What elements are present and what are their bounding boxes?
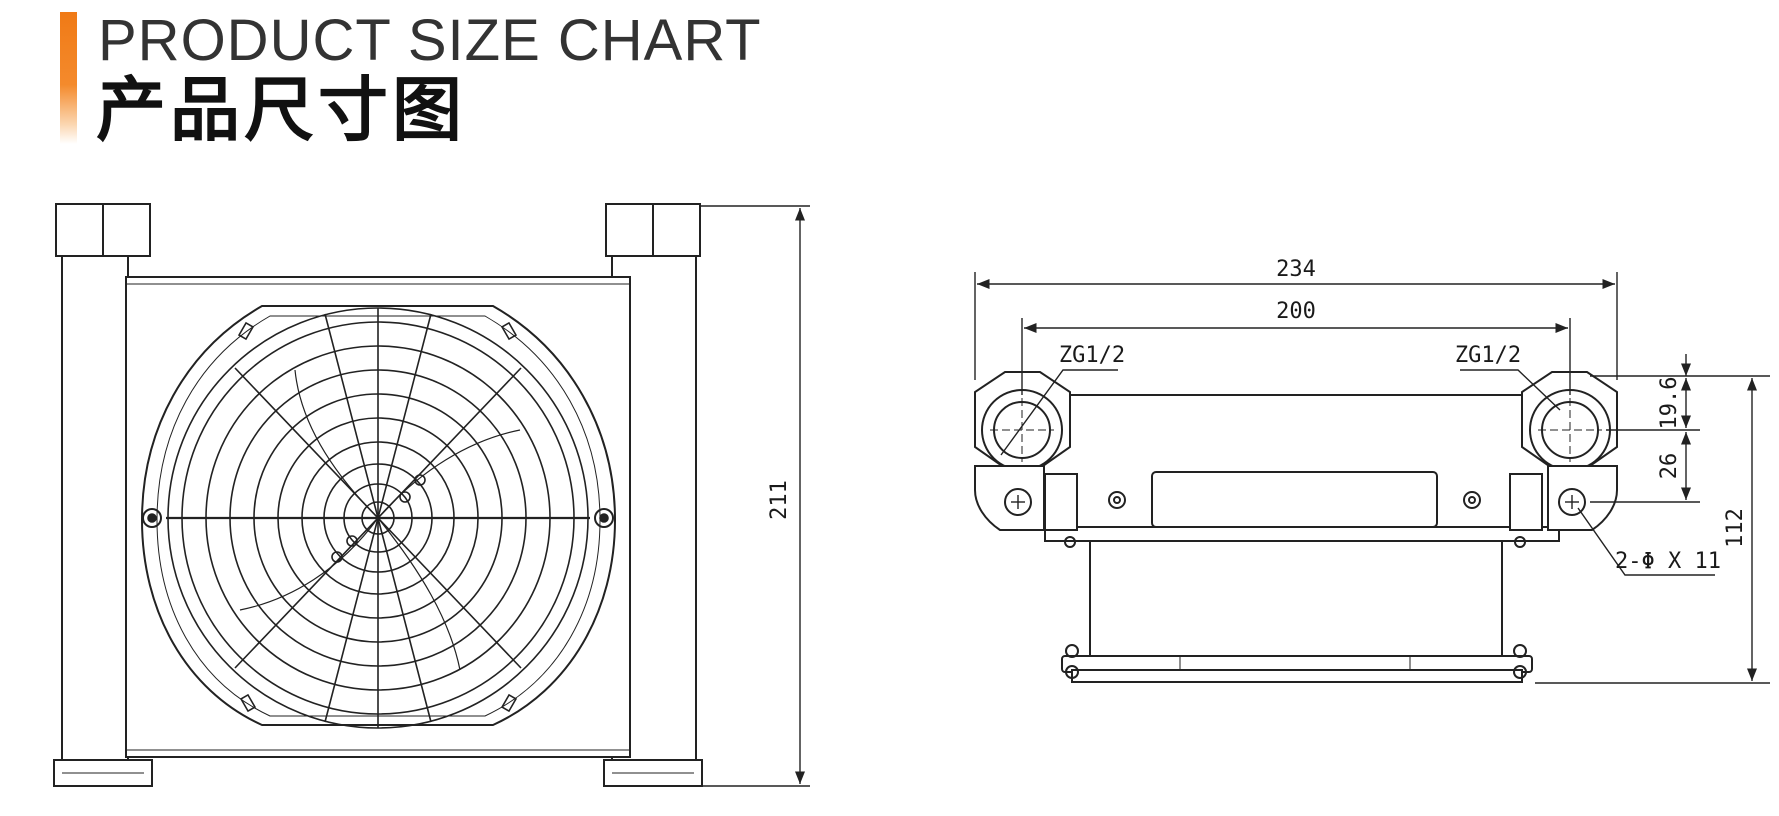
side-fan-housing xyxy=(1061,540,1533,683)
fan-guard xyxy=(142,307,614,729)
right-port-thread-label: ZG1/2 xyxy=(1455,343,1521,368)
side-body xyxy=(1033,394,1571,548)
title-accent-bar xyxy=(60,12,77,144)
port-spacing-label: 200 xyxy=(1276,299,1316,324)
port-to-hole-label: 26 xyxy=(1657,453,1682,480)
side-view xyxy=(974,272,1770,684)
front-view xyxy=(53,203,810,787)
front-height-label: 211 xyxy=(767,480,792,520)
port-offset-label: 19.6 xyxy=(1657,377,1682,430)
left-header-pipe xyxy=(53,203,153,787)
page-title-english: PRODUCT SIZE CHART xyxy=(98,8,762,73)
left-port xyxy=(974,371,1071,531)
left-port-thread-label: ZG1/2 xyxy=(1059,343,1125,368)
page-title-chinese: 产品尺寸图 xyxy=(96,69,466,151)
overall-width-label: 234 xyxy=(1276,257,1316,282)
total-height-label: 112 xyxy=(1723,508,1748,548)
front-height-dimension xyxy=(700,205,810,787)
mount-hole-label: 2-Φ X 11 xyxy=(1615,549,1721,574)
side-dimensions xyxy=(974,272,1770,684)
